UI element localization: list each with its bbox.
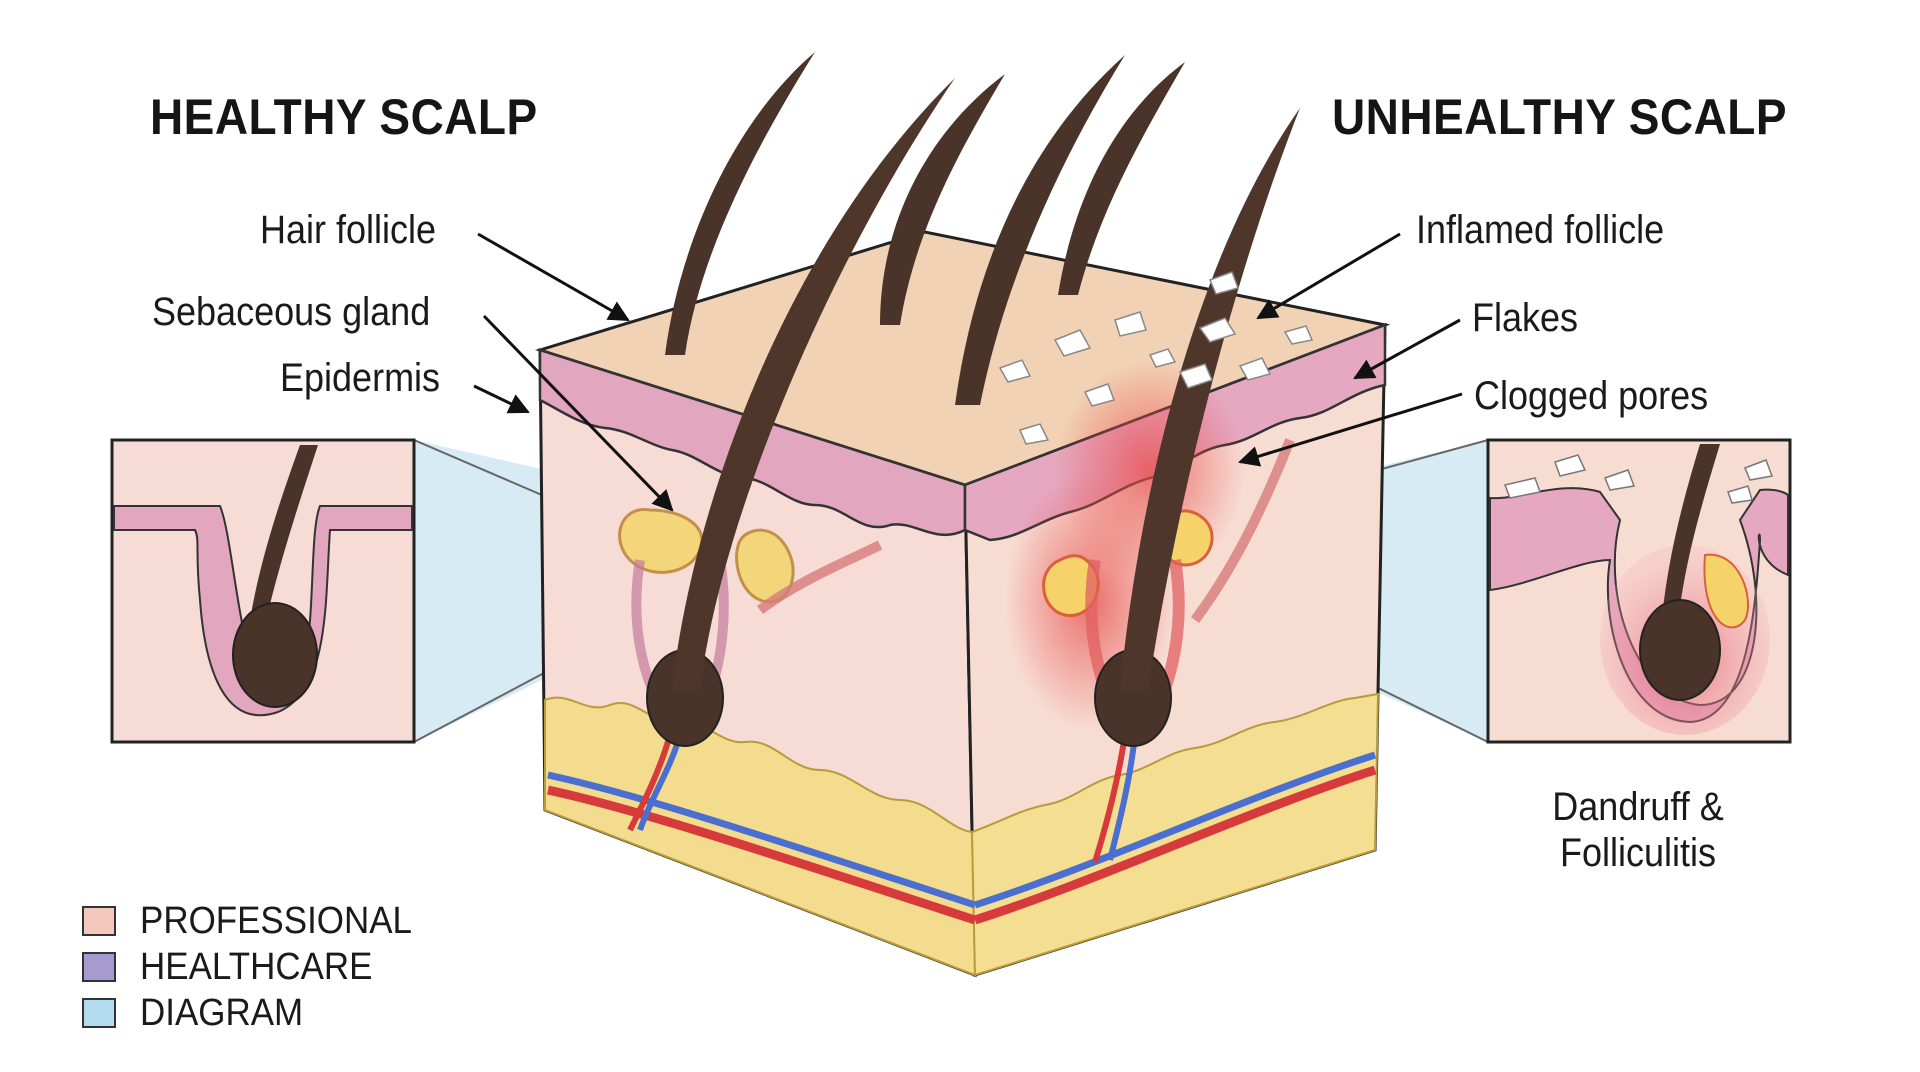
legend-label: HEALTHCARE <box>140 945 373 988</box>
arrow-clogged-pores <box>1237 392 1463 467</box>
legend-item-diagram: DIAGRAM <box>82 990 436 1036</box>
arrow-flakes <box>1353 318 1461 380</box>
arrow-hair-follicle <box>477 232 630 322</box>
arrow-epidermis <box>473 384 530 414</box>
legend-item-healthcare: HEALTHCARE <box>82 944 436 990</box>
label-clogged-pores: Clogged pores <box>1474 374 1709 418</box>
label-inflamed-follicle: Inflamed follicle <box>1416 208 1665 252</box>
leader-lines <box>473 232 1463 512</box>
heading-unhealthy-scalp: UNHEALTHY SCALP <box>1332 89 1787 145</box>
arrow-sebaceous-gland <box>482 314 674 512</box>
vein-right <box>973 751 1377 909</box>
artery-left <box>547 785 977 925</box>
label-flakes: Flakes <box>1472 296 1579 340</box>
vein-left <box>547 771 977 909</box>
caption-line-1: Dandruff & <box>1552 785 1724 829</box>
label-hair-follicle: Hair follicle <box>260 208 437 252</box>
label-sebaceous-gland: Sebaceous gland <box>152 290 431 334</box>
legend-label: PROFESSIONAL <box>140 899 412 942</box>
unhealthy-zoom-panel <box>1486 438 1792 744</box>
legend-label: DIAGRAM <box>140 991 304 1034</box>
legend-item-professional: PROFESSIONAL <box>82 898 436 944</box>
legend-swatch <box>82 906 116 936</box>
hair-strands <box>665 52 1300 690</box>
legend: PROFESSIONAL HEALTHCARE DIAGRAM <box>82 898 436 1036</box>
skin-block <box>534 230 1391 978</box>
caption-line-2: Folliculitis <box>1559 831 1717 875</box>
arrow-inflamed-follicle <box>1256 232 1401 320</box>
fat-layer-right <box>970 692 1380 977</box>
caption-dandruff-folliculitis: Dandruff & Folliculitis <box>1494 784 1782 876</box>
artery-right <box>973 765 1377 925</box>
legend-swatch <box>82 998 116 1028</box>
label-epidermis: Epidermis <box>280 356 441 400</box>
healthy-zoom-panel <box>110 438 416 744</box>
legend-swatch <box>82 952 116 982</box>
sebaceous-gland-left <box>618 508 704 574</box>
heading-healthy-scalp: HEALTHY SCALP <box>150 89 538 145</box>
dandruff-flakes <box>998 271 1314 445</box>
